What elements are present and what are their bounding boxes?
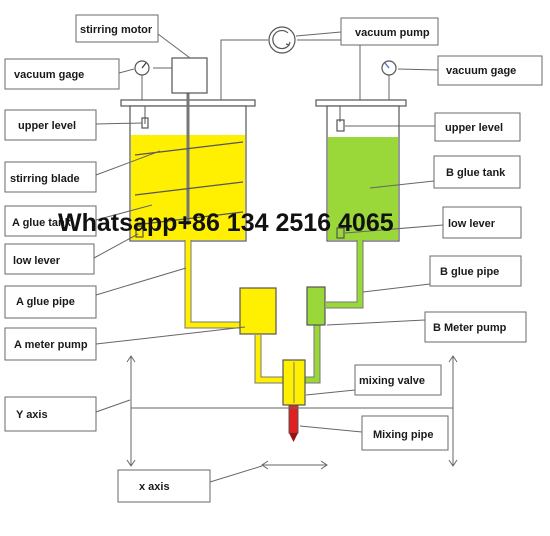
svg-text:vacuum gage: vacuum gage — [14, 69, 84, 81]
callout-vacuum-gage-right: vacuum gage — [437, 55, 543, 86]
svg-text:x axis: x axis — [139, 481, 170, 493]
watermark-text: Whatsapp+86 134 2516 4065 — [58, 209, 394, 237]
callout-vacuum-gage-left: vacuum gage — [4, 58, 120, 90]
callout-upper-level-left: upper level — [4, 109, 97, 141]
svg-text:low lever: low lever — [448, 218, 496, 230]
svg-text:stirring blade: stirring blade — [10, 173, 80, 185]
svg-text:Y axis: Y axis — [16, 409, 48, 421]
y-axis-arrows — [126, 355, 458, 467]
leader-lines — [93, 31, 444, 483]
svg-text:mixing valve: mixing valve — [359, 375, 425, 387]
svg-text:low lever: low lever — [13, 255, 61, 267]
callout-low-lever-right: low lever — [442, 206, 522, 239]
mixing-pipe-tip — [289, 433, 298, 442]
vacuum-gage-left — [134, 60, 150, 76]
callout-b-meter-pump: B Meter pump — [424, 311, 527, 343]
b-glue-tank — [315, 99, 407, 242]
b-meter-pump — [306, 286, 326, 326]
mixing-pipe — [288, 404, 299, 434]
callout-stirring-motor: stirring motor — [75, 14, 159, 43]
svg-text:B glue tank: B glue tank — [446, 167, 506, 179]
callout-stirring-blade: stirring blade — [4, 161, 97, 193]
a-glue-tank — [120, 93, 256, 242]
a-glue-pipe — [184, 240, 240, 329]
svg-text:upper level: upper level — [18, 120, 76, 132]
callout-a-glue-tank: A glue tank — [4, 205, 97, 237]
svg-text:A glue pipe: A glue pipe — [16, 296, 75, 308]
svg-text:B glue pipe: B glue pipe — [440, 266, 499, 278]
callout-upper-level-right: upper level — [434, 112, 521, 142]
vacuum-gage-right — [381, 60, 397, 76]
svg-text:A meter pump: A meter pump — [14, 339, 88, 351]
b-glue-pipe — [326, 240, 364, 309]
x-axis-arrow — [261, 460, 328, 470]
svg-text:stirring motor: stirring motor — [80, 24, 153, 36]
callout-a-glue-pipe: A glue pipe — [4, 285, 97, 319]
callout-b-glue-pipe: B glue pipe — [429, 255, 522, 287]
svg-text:B Meter pump: B Meter pump — [433, 322, 507, 334]
vacuum-pump-icon — [268, 26, 296, 54]
callout-y-axis: Y axis — [4, 396, 97, 432]
a-meter-pump — [239, 287, 277, 335]
b-glue-fill — [328, 137, 398, 240]
callout-x-axis: x axis — [117, 469, 211, 503]
vacuum-lines — [141, 39, 390, 100]
stirring-motor — [171, 57, 208, 94]
svg-text:upper level: upper level — [445, 122, 503, 134]
svg-text:vacuum pump: vacuum pump — [355, 27, 430, 39]
callout-low-lever-left: low lever — [4, 243, 95, 275]
svg-text:Mixing pipe: Mixing pipe — [373, 429, 434, 441]
callout-b-glue-tank: B glue tank — [433, 155, 521, 189]
svg-text:vacuum gage: vacuum gage — [446, 65, 516, 77]
svg-text:A glue tank: A glue tank — [12, 217, 72, 229]
callout-mixing-valve: mixing valve — [354, 364, 442, 396]
a-meter-to-valve-pipe — [254, 335, 283, 384]
callout-vacuum-pump: vacuum pump — [340, 17, 439, 46]
callout-a-meter-pump: A meter pump — [4, 327, 97, 361]
callout-mixing-pipe: Mixing pipe — [361, 415, 449, 451]
b-meter-to-valve-pipe — [305, 325, 321, 384]
